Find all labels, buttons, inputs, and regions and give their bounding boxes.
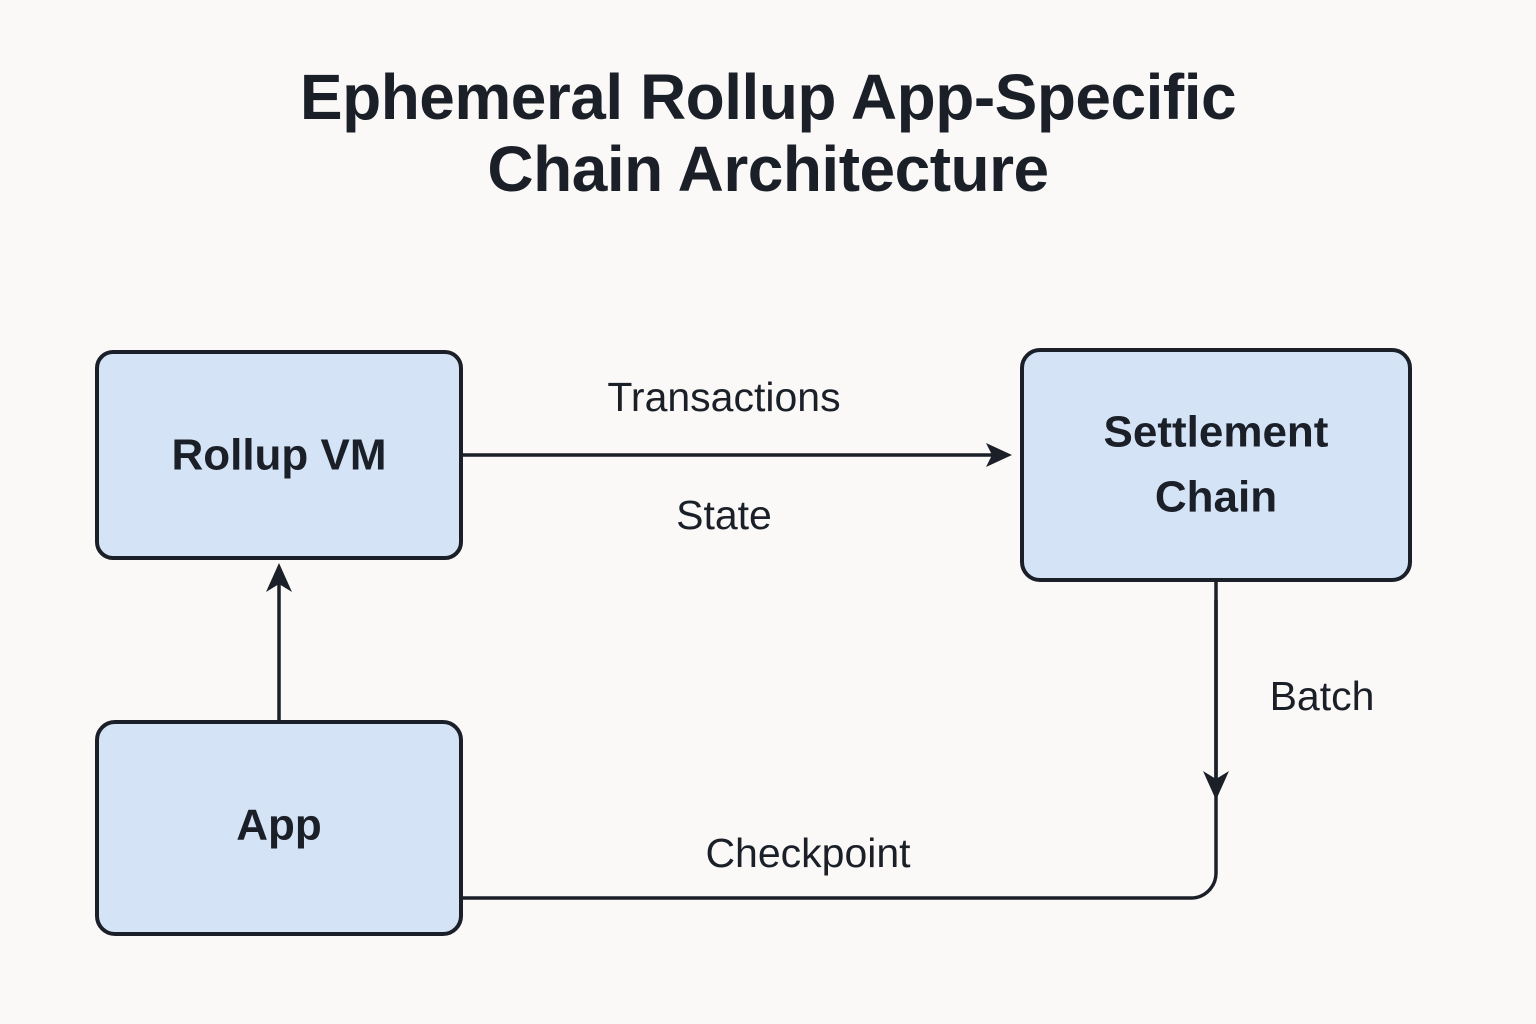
node-settlement-chain[interactable]: Settlement Chain: [1020, 348, 1412, 582]
node-settlement-chain-box[interactable]: [1020, 348, 1412, 582]
node-app[interactable]: App: [95, 720, 463, 936]
node-rollup-vm-label: Rollup VM: [171, 431, 386, 480]
node-app-label: App: [236, 801, 322, 850]
node-rollup-vm-box[interactable]: [95, 350, 463, 560]
arrowhead-to-settlement-chain: [986, 443, 1012, 467]
edge-label-batch: Batch: [1270, 673, 1375, 719]
edge-batch: Batch: [1203, 580, 1374, 800]
node-settlement-chain-label-line-1: Settlement: [1104, 408, 1329, 457]
node-settlement-chain-label-line-2: Chain: [1155, 473, 1277, 522]
page-title: Ephemeral Rollup App-Specific Chain Arch…: [299, 61, 1237, 205]
edge-checkpoint: Checkpoint: [461, 600, 1218, 900]
edge-line-checkpoint: [461, 600, 1218, 900]
edge-label-transactions: Transactions: [607, 374, 840, 420]
node-app-box[interactable]: [95, 720, 463, 936]
edge-label-checkpoint: Checkpoint: [705, 830, 911, 876]
arrowhead-to-rollup-vm: [266, 563, 292, 592]
arrowhead-batch: [1203, 771, 1229, 800]
edge-label-state: State: [676, 492, 772, 538]
edge-app-to-rollup-vm: [266, 563, 292, 722]
node-rollup-vm[interactable]: Rollup VM: [95, 350, 463, 560]
edge-transactions-state: Transactions State: [461, 374, 1012, 538]
